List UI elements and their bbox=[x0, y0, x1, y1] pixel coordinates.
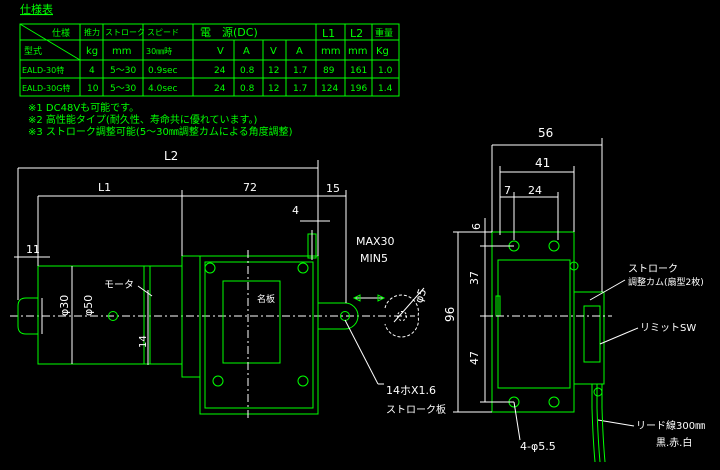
cell-l2: 196 bbox=[350, 84, 367, 94]
dim-96: 96 bbox=[443, 307, 457, 322]
table-row: EALD-30特 4 5〜30 0.9sec 24 0.8 12 1.7 89 … bbox=[22, 65, 393, 76]
cell-a2: 1.7 bbox=[293, 84, 307, 94]
cell-v1: 24 bbox=[214, 84, 226, 94]
label-wire-colors: 黒.赤.白 bbox=[656, 436, 692, 449]
end-view: 56 41 7 24 96 6 37 47 ストローク 調整カム(扇型2枚) リ… bbox=[443, 126, 705, 463]
hdr-weight-unit: Kg bbox=[376, 46, 389, 57]
dim-7: 7 bbox=[504, 184, 511, 197]
cell-a1: 0.8 bbox=[240, 66, 255, 76]
cell-stroke: 5〜30 bbox=[110, 84, 136, 94]
hdr-l2: L2 bbox=[350, 27, 363, 40]
hdr-l1: L1 bbox=[322, 27, 335, 40]
dim-41: 41 bbox=[535, 156, 550, 170]
note-1: ※1 DC48Vも可能です。 bbox=[28, 101, 139, 114]
hdr-kg: kg bbox=[86, 46, 98, 57]
dim-15: 15 bbox=[326, 182, 340, 195]
cell-a1: 0.8 bbox=[240, 84, 255, 94]
cell-thrust: 10 bbox=[87, 84, 99, 94]
hdr-a2: A bbox=[296, 46, 303, 57]
dim-l2: L2 bbox=[164, 149, 178, 163]
gearbox: 名板 bbox=[181, 230, 319, 420]
label-motor: モータ bbox=[104, 279, 134, 291]
dim-d30: φ30 bbox=[58, 295, 71, 316]
cell-stroke: 5〜30 bbox=[110, 66, 136, 76]
dim-11: 11 bbox=[26, 243, 40, 256]
dim-37: 37 bbox=[468, 271, 481, 285]
dim-max: MAX30 bbox=[356, 235, 395, 248]
cell-thrust: 4 bbox=[89, 66, 95, 76]
label-plate: ストローク板 bbox=[386, 403, 446, 416]
stroke-plate bbox=[108, 294, 419, 338]
motor-body bbox=[17, 265, 183, 365]
dim-72: 72 bbox=[243, 181, 257, 194]
cell-speed: 0.9sec bbox=[148, 66, 178, 76]
label-lead-wire: リード線300㎜ bbox=[636, 419, 705, 432]
dim-24: 24 bbox=[528, 184, 542, 197]
label-cam-2: 調整カム(扇型2枚) bbox=[628, 276, 704, 288]
cell-a2: 1.7 bbox=[293, 66, 307, 76]
cell-speed: 4.0sec bbox=[148, 84, 178, 94]
label-hole: 14ホX1.6 bbox=[386, 384, 436, 397]
nameplate bbox=[222, 280, 281, 364]
label-cam-1: ストローク bbox=[628, 263, 678, 275]
hdr-thrust: 推力 bbox=[84, 27, 100, 37]
cell-v2: 12 bbox=[268, 66, 279, 76]
dim-4: 4 bbox=[292, 204, 299, 217]
side-view: 名板 L2 L1 72 15 4 bbox=[10, 149, 446, 420]
cell-l1: 124 bbox=[321, 84, 338, 94]
cell-weight: 1.4 bbox=[378, 84, 393, 94]
hdr-mm3: mm bbox=[348, 46, 367, 57]
nameplate-label: 名板 bbox=[257, 293, 275, 305]
notes: ※1 DC48Vも可能です。 ※2 高性能タイプ(耐久性、寿命共に優れています。… bbox=[28, 101, 293, 138]
label-limit-sw: リミットSW bbox=[640, 323, 696, 334]
hdr-model-type: 仕様 bbox=[52, 27, 70, 39]
cell-weight: 1.0 bbox=[378, 66, 393, 76]
hdr-stroke: ストローク bbox=[105, 28, 145, 37]
hdr-mm2: mm bbox=[321, 46, 340, 57]
dim-d5: φ5 bbox=[412, 287, 429, 305]
table-row: EALD-30G特 10 5〜30 4.0sec 24 0.8 12 1.7 1… bbox=[22, 83, 393, 94]
dim-47: 47 bbox=[468, 351, 481, 365]
lead-wires bbox=[591, 384, 606, 463]
hdr-speed: スピード bbox=[147, 28, 179, 37]
hdr-v2: V bbox=[270, 46, 277, 57]
label-mount-holes: 4-φ5.5 bbox=[520, 440, 556, 453]
table-title: 仕様表 bbox=[20, 2, 53, 16]
hdr-power: 電 源(DC) bbox=[200, 25, 258, 39]
cell-l2: 161 bbox=[350, 66, 367, 76]
hdr-mm1: mm bbox=[112, 46, 131, 57]
dim-d50: φ50 bbox=[82, 295, 95, 316]
hdr-weight: 重量 bbox=[375, 27, 393, 39]
hdr-a1: A bbox=[243, 46, 250, 57]
dim-6: 6 bbox=[470, 223, 483, 230]
dim-l1: L1 bbox=[98, 181, 111, 194]
note-2: ※2 高性能タイプ(耐久性、寿命共に優れています。) bbox=[28, 113, 258, 126]
hdr-speed-unit: 30㎜時 bbox=[146, 47, 172, 56]
hdr-model: 型式 bbox=[24, 45, 42, 57]
dim-56: 56 bbox=[538, 126, 553, 140]
cell-v2: 12 bbox=[268, 84, 279, 94]
spec-table: 仕様表 仕様 型式 推力 ストローク スピード 電 源(DC) L1 L2 重量… bbox=[19, 2, 400, 97]
note-3: ※3 ストローク調整可能(5〜30㎜調整カムによる角度調整) bbox=[28, 125, 293, 138]
cell-l1: 89 bbox=[323, 66, 335, 76]
cell-model: EALD-30特 bbox=[22, 65, 64, 75]
cell-model: EALD-30G特 bbox=[22, 83, 70, 93]
dim-14: 14 bbox=[138, 335, 149, 348]
dim-min: MIN5 bbox=[360, 252, 388, 265]
hdr-v1: V bbox=[217, 46, 224, 57]
cell-v1: 24 bbox=[214, 66, 226, 76]
